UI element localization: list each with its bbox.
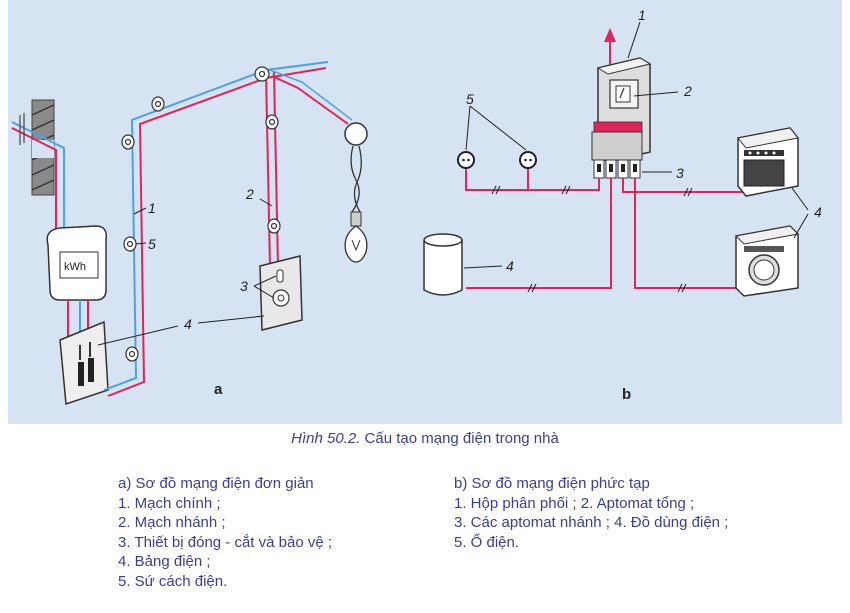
legend-b-item: 3. Các aptomat nhánh ; 4. Đồ dùng điện ;	[454, 514, 729, 531]
switch-socket-plate-icon	[259, 255, 303, 331]
water-heater-icon	[423, 233, 463, 296]
callout-b-5: 5	[466, 91, 474, 107]
legend-a-item: 3. Thiết bị đóng - cắt và bảo vệ ;	[118, 533, 333, 551]
electrical-board-icon	[59, 320, 109, 406]
legend-a-item: 5. Sứ cách điện.	[118, 572, 228, 590]
legend-a-item: 4. Bảng điện ;	[118, 553, 211, 570]
callout-a-2: 2	[245, 186, 254, 202]
callout-b-4-heater: 4	[506, 258, 514, 274]
meter-label: kWh	[64, 261, 86, 273]
lamp-icon	[344, 122, 368, 263]
legend-panel-a: a) Sơ đồ mạng điện đơn giản 1. Mạch chín…	[118, 474, 332, 591]
callout-a-5: 5	[148, 236, 156, 252]
callout-b-3: 3	[676, 165, 684, 181]
figure-panel: kWh	[8, 0, 842, 424]
callout-a-1: 1	[148, 200, 156, 216]
panel-b-letter: b	[622, 386, 631, 403]
wall-icon	[31, 99, 55, 196]
legend-panel-b: b) Sơ đồ mạng điện phức tạp 1. Hộp phân …	[454, 474, 728, 552]
caption-number: Hình 50.2.	[291, 430, 361, 447]
legend-a-item: 1. Mạch chính ;	[118, 494, 221, 512]
legend-b-title: b) Sơ đồ mạng điện phức tạp	[454, 475, 650, 492]
callout-a-4: 4	[184, 316, 192, 332]
panel-a-letter: a	[214, 381, 223, 398]
insulator-icon	[121, 66, 281, 362]
callout-a-3: 3	[240, 278, 248, 294]
wiring-diagram: kWh	[11, 7, 822, 406]
figure-caption: Hình 50.2. Cấu tạo mạng điện trong nhà	[0, 430, 850, 447]
legend-b-item: 1. Hộp phân phối ; 2. Aptomat tổng ;	[454, 494, 695, 512]
legend-a-item: 2. Mạch nhánh ;	[118, 514, 226, 531]
legend-b-item: 5. Ổ điện.	[454, 533, 520, 551]
panel-b: 1 2 3 4 4 5 b	[423, 7, 822, 403]
callout-b-4-appliances: 4	[814, 204, 822, 220]
washing-machine-icon	[734, 225, 800, 297]
callout-b-1: 1	[638, 7, 646, 23]
kwh-meter-icon: kWh	[46, 225, 108, 301]
caption-text: Cấu tạo mạng điện trong nhà	[364, 430, 559, 447]
panel-a: kWh	[11, 61, 368, 406]
callout-b-2: 2	[683, 83, 692, 99]
electric-stove-icon	[737, 127, 799, 197]
legend-a-title: a) Sơ đồ mạng điện đơn giản	[118, 475, 314, 492]
socket-icon	[457, 151, 537, 169]
